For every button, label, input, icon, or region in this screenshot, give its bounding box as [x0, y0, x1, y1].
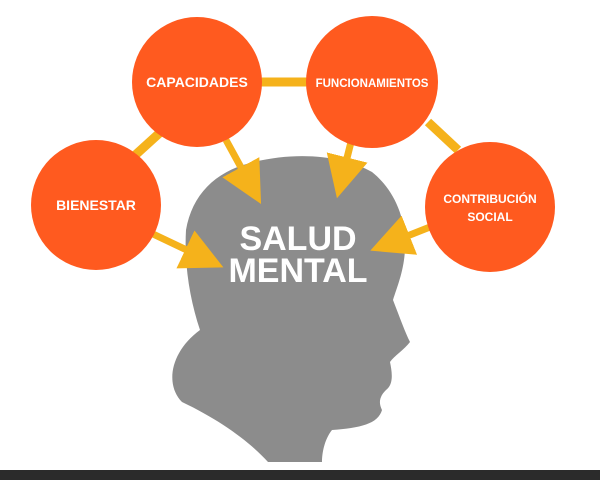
- node-capacidades: CAPACIDADES: [132, 17, 262, 147]
- node-contribucion-social-circle: [425, 142, 555, 272]
- node-capacidades-circle: [132, 17, 262, 147]
- node-funcionamientos-circle: [306, 16, 438, 148]
- node-capacidades-label: CAPACIDADES: [146, 74, 248, 90]
- bottom-bar: [0, 470, 600, 480]
- head-silhouette-icon: [172, 156, 410, 462]
- arrow-funcionamientos: [326, 137, 368, 199]
- node-bienestar-circle: [31, 140, 161, 270]
- node-funcionamientos-label: FUNCIONAMIENTOS: [316, 78, 429, 90]
- node-bienestar-label: BIENESTAR: [56, 197, 136, 213]
- node-contribucion-social-label-line1: CONTRIBUCIÓN: [443, 191, 536, 206]
- arrow-bienestar: [151, 230, 224, 269]
- node-bienestar: BIENESTAR: [31, 140, 161, 270]
- connector-funcionamientos-contribucion: [424, 118, 462, 154]
- center-title-line1: SALUD: [239, 220, 356, 258]
- arrow-contribucion: [370, 215, 432, 255]
- node-contribucion-social-label-line2: SOCIAL: [467, 210, 512, 224]
- node-contribucion-social: CONTRIBUCIÓN SOCIAL: [425, 142, 555, 272]
- center-title-line2: MENTAL: [228, 252, 367, 290]
- arrow-capacidades: [222, 138, 262, 205]
- node-funcionamientos: FUNCIONAMIENTOS: [306, 16, 438, 148]
